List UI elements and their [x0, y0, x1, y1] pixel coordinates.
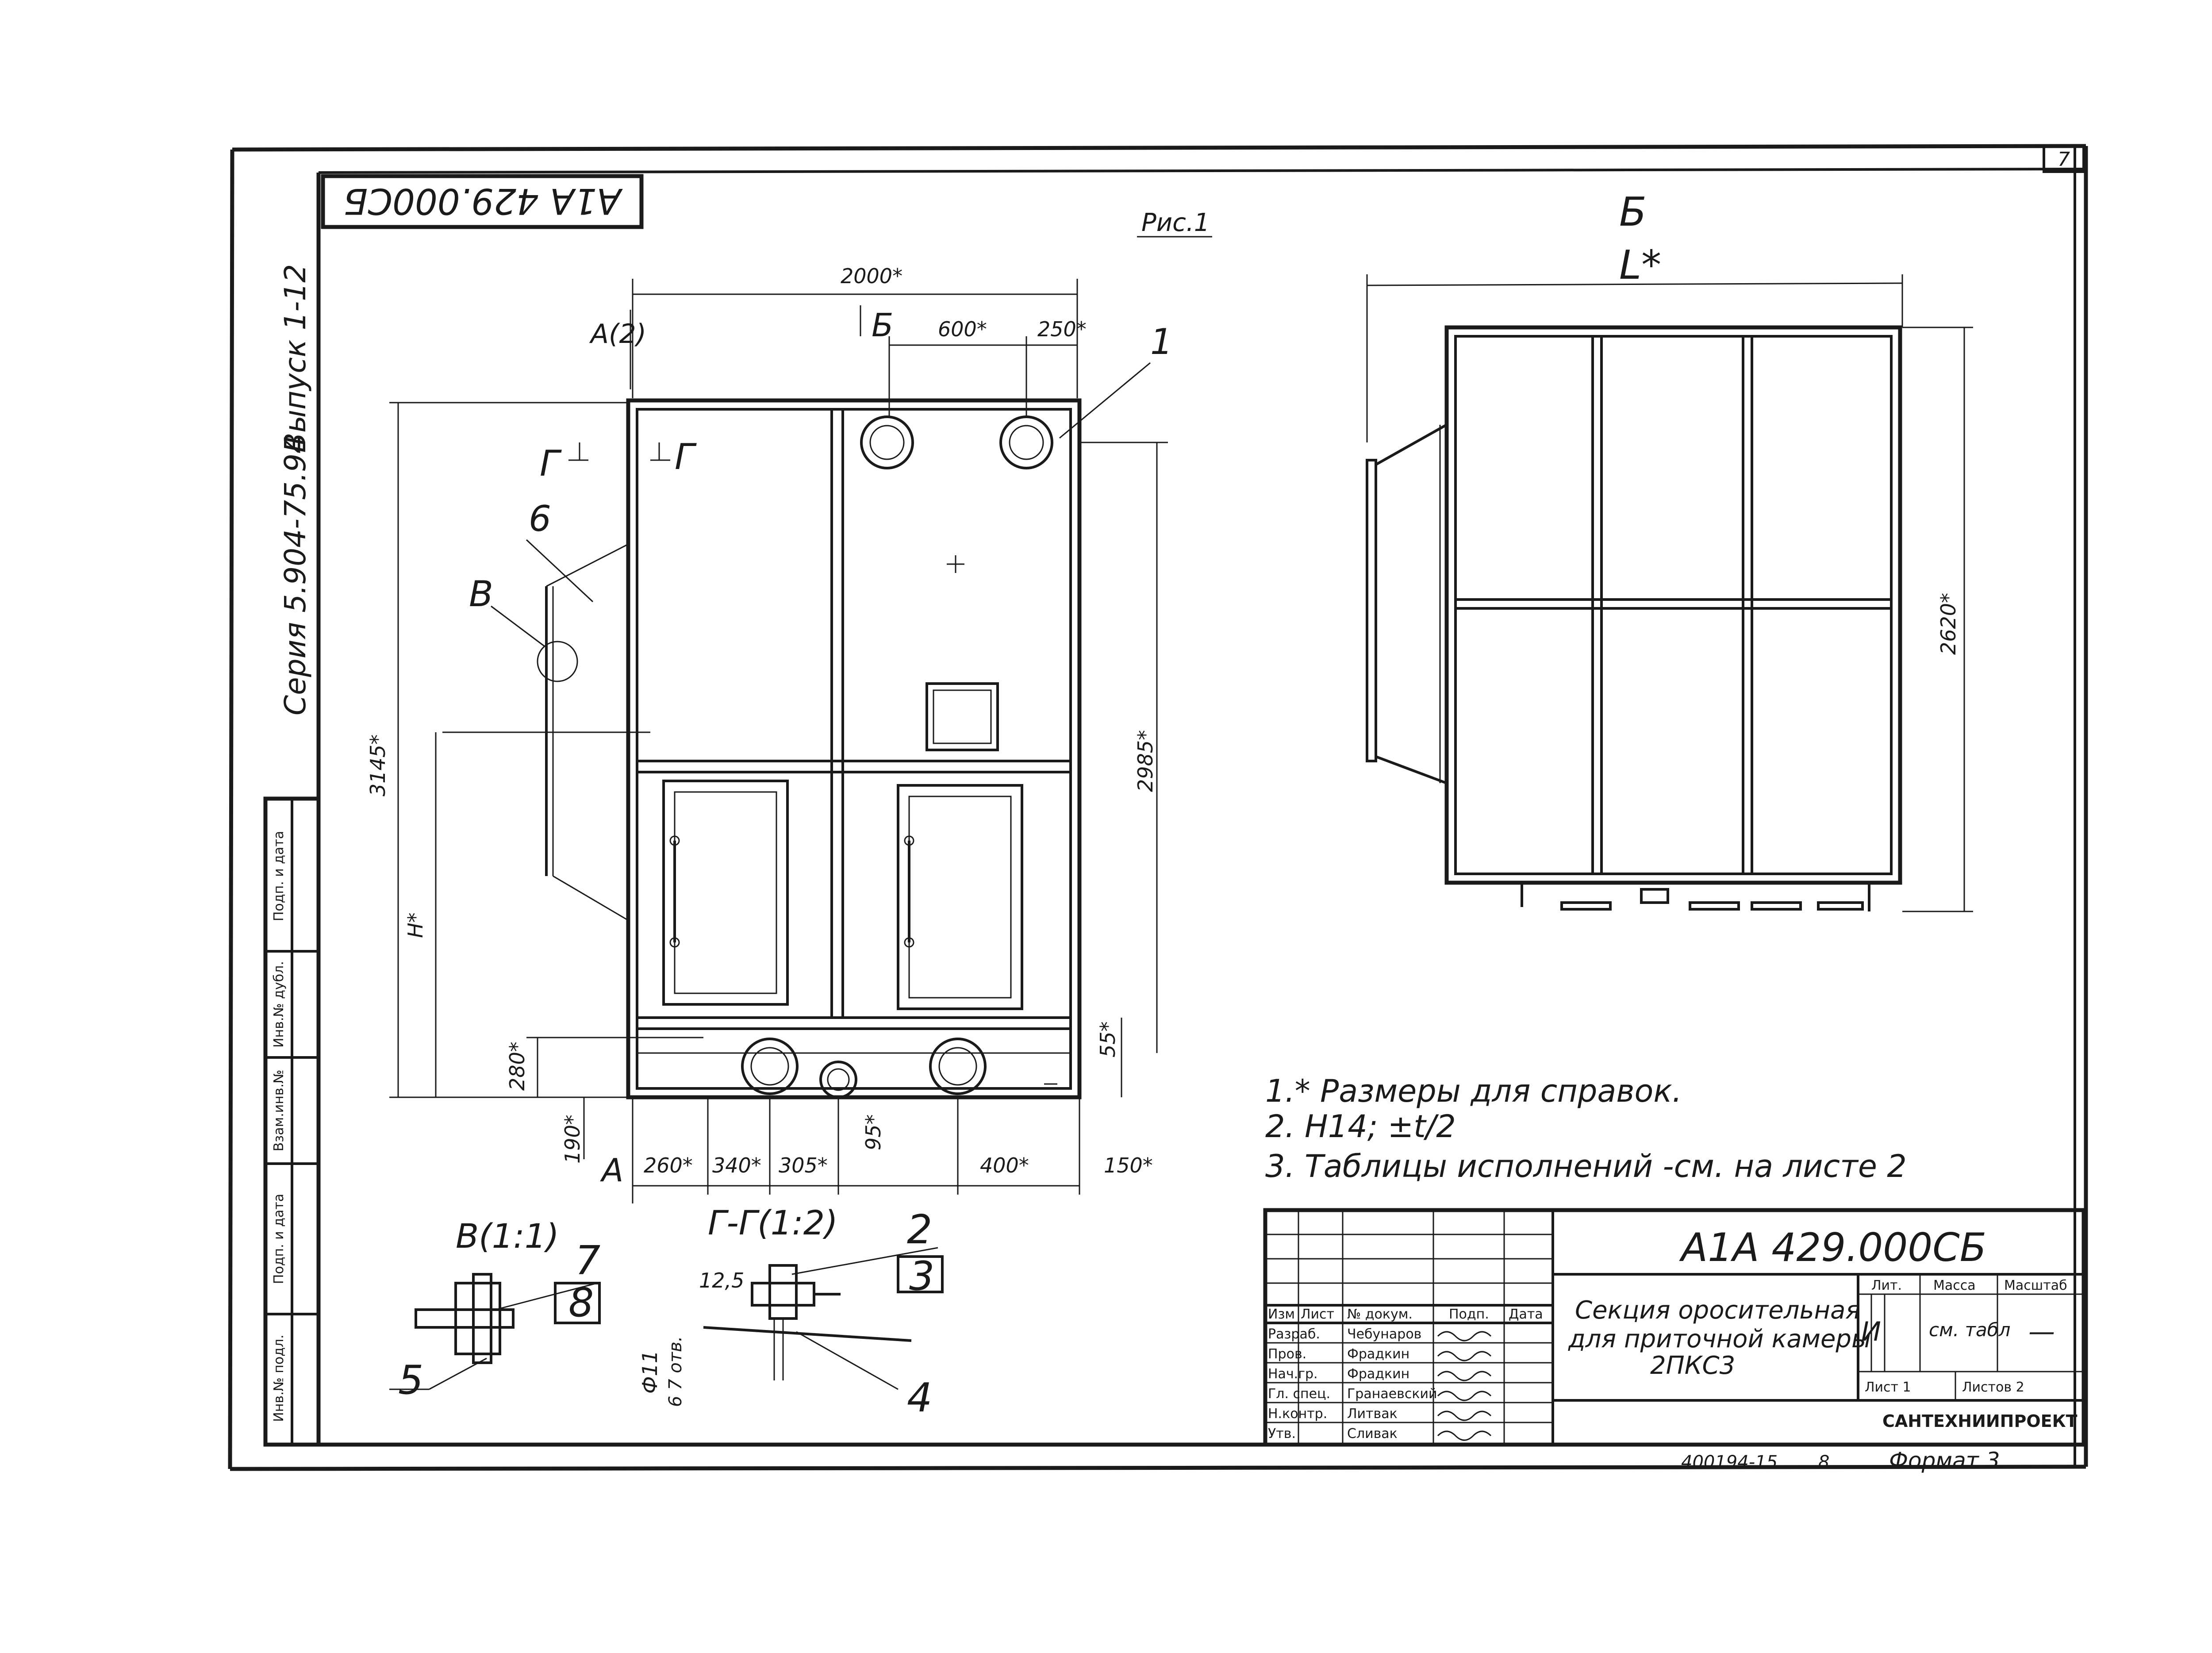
role-1: Разраб. [1268, 1326, 1320, 1342]
hdr-list: Лист [1301, 1307, 1334, 1322]
mark-v: В [469, 573, 493, 615]
mass-header: Масса [1933, 1278, 1976, 1293]
corner-code-box: А1А 429.000СБ [321, 174, 644, 229]
footer-page: 8 [1818, 1452, 1829, 1472]
role-2: Пров. [1268, 1346, 1306, 1362]
figure-label: Рис.1 [1141, 208, 1210, 237]
strip-field-3: Взам.инв.№ [271, 1070, 287, 1152]
detail-v-title: В(1:1) [456, 1216, 559, 1256]
title-name-3: 2ПКС3 [1650, 1351, 1735, 1380]
detail-g-pos4: 4 [907, 1375, 932, 1421]
mark-pos6: 6 [529, 498, 551, 539]
title-name-1: Секция оросительная [1575, 1296, 1860, 1325]
note-2: 2. Н14; ±t/2 [1265, 1108, 1456, 1145]
dim-280: 280* [505, 1042, 529, 1091]
hdr-podp: Подп. [1449, 1307, 1489, 1322]
strip-field-2: Инв.№ дубл. [271, 961, 287, 1048]
sheets-label: Листов 2 [1962, 1380, 2024, 1395]
detail-g-title: Г-Г(1:2) [708, 1203, 838, 1242]
detail-v: В(1:1) 7 8 5 [389, 1216, 601, 1403]
issue-text: Выпуск 1-12 [278, 264, 312, 453]
dim-95: 95* [861, 1114, 885, 1150]
name-6: Сливак [1347, 1426, 1398, 1442]
side-strip: Серия 5.904-75.94 Выпуск 1-12 Подп. и да… [263, 264, 321, 1447]
mass-value: см. табл [1929, 1319, 2010, 1341]
detail-g-dim-small: 12,5 [699, 1269, 744, 1292]
strip-field-4: Подп. и дата [271, 1194, 287, 1284]
detail-g-pos2: 2 [907, 1207, 932, 1253]
side-view: Б L* 2620* [1366, 189, 1973, 912]
detail-g: Г-Г(1:2) 12,5 Ф11 6 7 отв. 2 3 4 [638, 1203, 944, 1421]
lit-value: И [1861, 1316, 1881, 1347]
detail-g-dim-holes: 6 7 отв. [665, 1336, 686, 1407]
scale-header: Масштаб [2004, 1278, 2067, 1293]
dim-340: 340* [712, 1153, 761, 1177]
front-dimensions: 2000* 600* 250* А(2) Б 3145* H* 2985* 55… [366, 264, 1173, 1203]
strip-field-5: Инв.№ подл. [271, 1334, 287, 1422]
title-code: А1А 429.000СБ [1679, 1225, 1986, 1270]
role-5: Н.контр. [1268, 1406, 1327, 1422]
detail-v-pos5: 5 [398, 1357, 423, 1403]
hdr-data: Дата [1509, 1307, 1543, 1322]
org-name: САНТЕХНИИПРОЕКТ [1882, 1411, 2078, 1431]
mark-a-bottom: А [600, 1152, 623, 1189]
title-name-2: для приточной камеры [1568, 1325, 1871, 1353]
dim-260: 260* [644, 1153, 693, 1177]
dim-305: 305* [779, 1153, 828, 1177]
title-block: Изм Лист № докум. Подп. Дата Разраб. Чеб… [1263, 1208, 2086, 1447]
mark-pos1: 1 [1150, 321, 1173, 362]
corner-code: А1А 429.000СБ [343, 181, 623, 222]
dim-400: 400* [980, 1153, 1029, 1177]
dim-600: 600* [938, 317, 987, 341]
mark-b-arrow: Б [872, 307, 893, 344]
mark-g-left: Г [540, 443, 562, 484]
side-view-length: L* [1619, 242, 1661, 288]
name-4: Гранаевский [1347, 1386, 1437, 1402]
dim-height-total: 3145* [366, 734, 390, 796]
detail-g-dim-hole: Ф11 [638, 1350, 662, 1394]
sheet-number: 7 [2058, 148, 2070, 171]
sheet-label: Лист 1 [1865, 1380, 1911, 1395]
scale-value: — [2028, 1316, 2055, 1347]
detail-v-pos7: 7 [575, 1238, 600, 1284]
notes: 1.* Размеры для справок. 2. Н14; ±t/2 3.… [1265, 1073, 1907, 1184]
dim-h: H* [403, 912, 427, 938]
hdr-doc: № докум. [1347, 1307, 1413, 1322]
footer-inv: 400194-15 [1681, 1452, 1778, 1472]
role-6: Утв. [1268, 1426, 1296, 1442]
dim-150: 150* [1104, 1153, 1153, 1177]
lit-header: Лит. [1871, 1278, 1902, 1293]
side-view-title: Б [1619, 189, 1647, 235]
name-5: Литвак [1347, 1406, 1398, 1422]
footer-format: Формат 3 [1889, 1448, 2000, 1473]
hdr-izm: Изм [1268, 1307, 1295, 1322]
dim-55: 55* [1096, 1021, 1120, 1057]
detail-g-pos3: 3 [909, 1253, 934, 1299]
name-1: Чебунаров [1347, 1326, 1421, 1342]
dim-height-right: 2985* [1133, 730, 1157, 792]
strip-field-1: Подп. и дата [271, 831, 287, 921]
dim-width: 2000* [841, 264, 902, 288]
name-2: Фрадкин [1347, 1346, 1409, 1362]
footer: 400194-15 8 Формат 3 [1681, 1448, 2000, 1473]
front-view [442, 398, 1082, 1099]
side-view-height: 2620* [1936, 593, 1960, 655]
note-1: 1.* Размеры для справок. [1265, 1073, 1682, 1109]
note-3: 3. Таблицы исполнений -см. на листе 2 [1265, 1148, 1907, 1184]
dim-250: 250* [1037, 317, 1087, 341]
mark-a-top: А(2) [589, 319, 646, 350]
dim-190: 190* [561, 1115, 584, 1164]
series-text: Серия 5.904-75.94 [278, 435, 312, 715]
role-4: Гл. спец. [1268, 1386, 1330, 1402]
role-3: Нач.гр. [1268, 1366, 1318, 1382]
detail-v-pos8: 8 [568, 1280, 594, 1326]
mark-g-right: Г [675, 436, 697, 477]
name-3: Фрадкин [1347, 1366, 1409, 1382]
